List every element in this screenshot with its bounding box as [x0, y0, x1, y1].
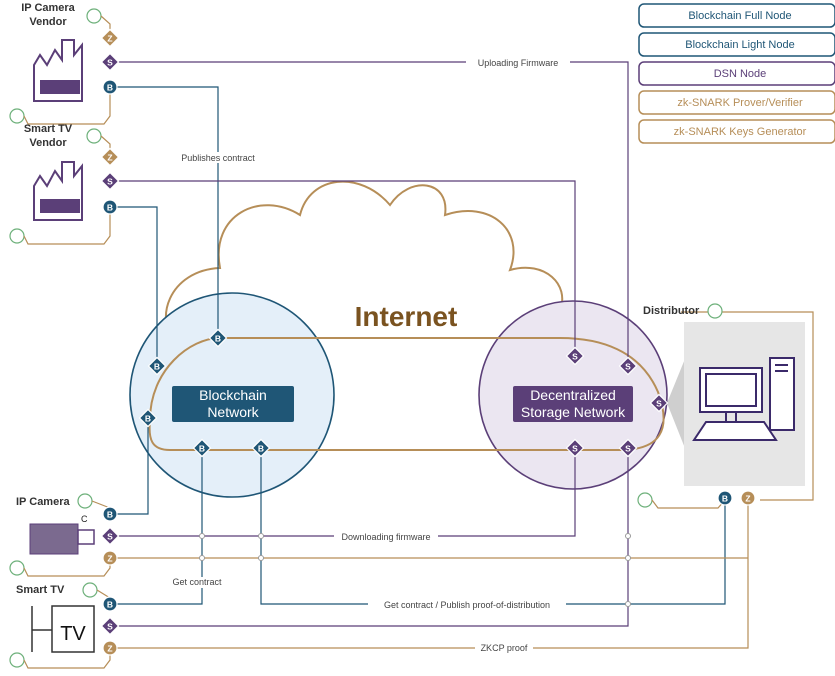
legend-keygen: zk-SNARK Keys Generator [674, 126, 807, 138]
dsn-node-letter: S [656, 399, 662, 409]
blockchain-full-node-letter: B [258, 444, 264, 454]
blockchain-full-node: B [138, 408, 158, 428]
dsn-node: S [100, 616, 120, 636]
tv-vendor-label-2: Vendor [29, 137, 67, 149]
zk-links [116, 311, 814, 649]
blockchain-light-node: B [717, 490, 733, 506]
ipcam-vendor-label-1: IP Camera [21, 2, 75, 14]
dsn-network-box [513, 386, 633, 422]
blockchain-full-node-letter: B [199, 444, 205, 454]
tv-vendor-label-1: Smart TV [24, 123, 73, 135]
dsn-network-line1: Decentralized [530, 387, 616, 403]
blockchain-light-node-letter: B [107, 203, 113, 213]
blockchain-light-node-letter: B [107, 83, 113, 93]
blockchain-full-node: B [208, 328, 228, 348]
dsn-node: S [100, 171, 120, 191]
dsn-node-letter: S [107, 58, 113, 68]
legend-dsn-node: DSN Node [714, 68, 767, 80]
legend-prover: zk-SNARK Prover/Verifier [677, 97, 803, 109]
dsn-node-letter: S [572, 444, 578, 454]
zk-keygen-node-letter: Z [107, 34, 112, 44]
dsn-node: S [565, 346, 585, 366]
blockchain-network-line2: Network [207, 404, 259, 420]
vendor-bracket-lines [23, 15, 726, 669]
internet-ring [148, 337, 665, 451]
edge-get-contract-publish: Get contract / Publish proof-of-distribu… [384, 600, 550, 610]
dsn-network-line2: Storage Network [521, 404, 626, 420]
edge-publishes-contract: Publishes contract [181, 153, 255, 163]
dsn-node: S [618, 438, 638, 458]
ipcam-vendor-label-2: Vendor [29, 16, 67, 28]
camera-letter: C [81, 514, 88, 524]
dsn-node: S [100, 526, 120, 546]
line-hops [199, 533, 631, 607]
legend-full-node: Blockchain Full Node [688, 10, 791, 22]
smart-tv-label: Smart TV [16, 584, 65, 596]
edge-uploading-firmware: Uploading Firmware [478, 58, 559, 68]
dsn-node-letter: S [625, 444, 631, 454]
dsn-node-letter: S [572, 352, 578, 362]
blockchain-light-node-letter: B [722, 494, 728, 504]
computer-icon [692, 357, 795, 441]
tv-icon [31, 605, 95, 653]
ip-camera-label: IP Camera [16, 496, 70, 508]
legend-light-node: Blockchain Light Node [685, 39, 794, 51]
edge-get-contract: Get contract [172, 577, 222, 587]
zk-prover-node: Z [102, 640, 118, 656]
internet-label: Internet [355, 301, 458, 332]
zk-prover-node-letter: Z [107, 644, 112, 654]
zk-prover-node-letter: Z [745, 494, 750, 504]
blockchain-links [116, 86, 726, 605]
distributor-label: Distributor [643, 305, 700, 317]
edge-labels: Uploading Firmware Publishes contract Do… [166, 57, 570, 654]
dsn-node-letter: S [107, 177, 113, 187]
zk-keygen-node: Z [100, 28, 120, 48]
blockchain-light-node: B [102, 506, 118, 522]
zk-prover-node-letter: Z [107, 554, 112, 564]
zk-prover-node: Z [740, 490, 756, 506]
blockchain-full-node: B [147, 356, 167, 376]
dsn-node: S [100, 52, 120, 72]
blockchain-light-node: B [102, 199, 118, 215]
legend: Blockchain Full Node Blockchain Light No… [638, 3, 835, 144]
blockchain-light-node-letter: B [107, 510, 113, 520]
edge-downloading-firmware: Downloading firmware [341, 532, 430, 542]
factory-icon-tv [33, 161, 83, 221]
dsn-links [116, 61, 629, 627]
dsn-node: S [565, 438, 585, 458]
edge-zkcp-proof: ZKCP proof [481, 643, 528, 653]
blockchain-full-node-letter: B [145, 414, 151, 424]
dsn-node-letter: S [625, 362, 631, 372]
blockchain-network-line1: Blockchain [199, 387, 267, 403]
blockchain-full-node-letter: B [154, 362, 160, 372]
zk-keygen-node-letter: Z [107, 153, 112, 163]
blockchain-full-node: B [192, 438, 212, 458]
dsn-node-letter: S [107, 622, 113, 632]
dsn-node-letter: S [107, 532, 113, 542]
blockchain-light-node-letter: B [107, 600, 113, 610]
blockchain-full-node: B [251, 438, 271, 458]
camera-icon [29, 523, 95, 555]
blockchain-network-box [172, 386, 294, 422]
zk-keygen-node: Z [100, 147, 120, 167]
zk-prover-node: Z [102, 550, 118, 566]
dsn-node: S [618, 356, 638, 376]
factory-icon-ipcam [33, 39, 83, 102]
tv-screen-label: TV [60, 623, 86, 645]
blockchain-full-node-letter: B [215, 334, 221, 344]
dsn-node: S [649, 393, 669, 413]
blockchain-light-node: B [102, 79, 118, 95]
blockchain-light-node: B [102, 596, 118, 612]
